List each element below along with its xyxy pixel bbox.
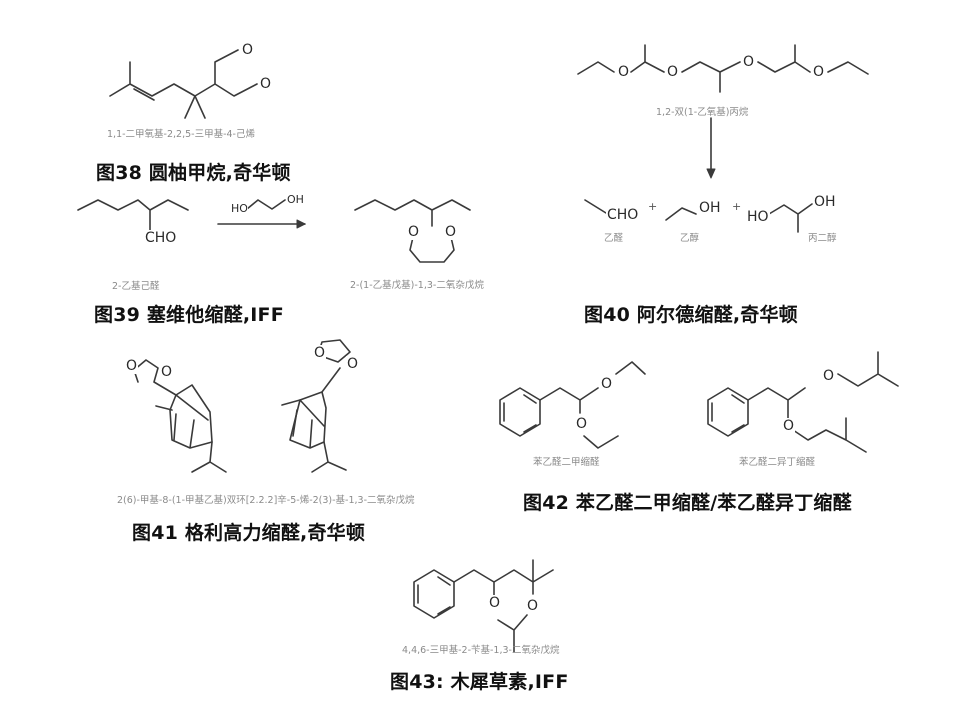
fig40-ethanol-name: 乙醇 xyxy=(680,233,700,244)
fig40-title: 图40 阿尔德缩醛,奇华顿 xyxy=(584,304,798,326)
fig42-structure-left xyxy=(499,361,646,449)
fig43-oxygen-2: O xyxy=(526,598,540,614)
fig43-structure xyxy=(413,559,554,653)
fig42-structure-right xyxy=(707,351,899,453)
fig40-propanediol-name: 丙二醇 xyxy=(808,233,837,244)
fig38-title: 图38 圆柚甲烷,奇华顿 xyxy=(96,162,291,184)
fig42-right-oxygen-2: O xyxy=(782,418,796,434)
fig43-compound-name: 4,4,6-三甲基-2-苄基-1,3-二氧杂戊烷 xyxy=(402,645,560,656)
fig38-structure xyxy=(109,49,258,119)
fig43-oxygen-1: O xyxy=(488,595,502,611)
fig42-left-compound-name: 苯乙醛二甲缩醛 xyxy=(533,457,600,468)
fig41-title: 图41 格利高力缩醛,奇华顿 xyxy=(132,522,366,544)
fig39-reagent-ho: HO xyxy=(231,202,248,215)
fig40-oxygen-2: O xyxy=(666,64,680,80)
fig42-right-oxygen-1: O xyxy=(822,368,836,384)
fig40-oxygen-3: O xyxy=(742,54,756,70)
fig40-propanediol-ho: HO xyxy=(746,209,770,225)
fig39-product-name: 2-(1-乙基戊基)-1,3-二氧杂戊烷 xyxy=(350,280,484,291)
fig41-right-oxygen-1: O xyxy=(313,345,327,361)
fig40-plus-2: + xyxy=(732,200,742,213)
fig42-left-oxygen-1: O xyxy=(600,376,614,392)
fig41-right-oxygen-2: O xyxy=(346,356,360,372)
fig40-compound-name: 1,2-双(1-乙氧基)丙烷 xyxy=(656,107,749,118)
fig41-structure-left xyxy=(133,359,227,473)
fig41-structure-right xyxy=(281,339,351,473)
fig38-oxygen-top: O xyxy=(241,42,255,58)
fig42-left-oxygen-2: O xyxy=(575,416,589,432)
fig39-cho-label: CHO xyxy=(144,230,178,246)
fig39-reagent-structure xyxy=(217,199,306,229)
fig41-left-oxygen-2: O xyxy=(160,364,174,380)
fig41-left-oxygen-1: O xyxy=(125,358,139,374)
fig39-reagent-oh: OH xyxy=(287,193,304,206)
fig41-compound-name: 2(6)-甲基-8-(1-甲基乙基)双环[2.2.2]辛-5-烯-2(3)-基-… xyxy=(117,495,415,506)
fig39-product-oxygen-left: O xyxy=(407,224,421,240)
fig40-acetaldehyde-cho: CHO xyxy=(606,207,640,223)
fig39-title: 图39 塞维他缩醛,IFF xyxy=(94,304,284,326)
fig42-right-compound-name: 苯乙醛二异丁缩醛 xyxy=(739,457,816,468)
fig40-plus-1: + xyxy=(648,200,658,213)
fig42-title: 图42 苯乙醛二甲缩醛/苯乙醛异丁缩醛 xyxy=(523,492,852,514)
fig40-ethanol-oh: OH xyxy=(698,200,722,216)
fig38-oxygen-bottom: O xyxy=(259,76,273,92)
fig40-propanediol-oh: OH xyxy=(813,194,837,210)
fig40-oxygen-1: O xyxy=(617,64,631,80)
fig40-oxygen-4: O xyxy=(812,64,826,80)
fig40-acetaldehyde-name: 乙醛 xyxy=(604,233,624,244)
fig39-product-oxygen-right: O xyxy=(444,224,458,240)
fig43-title: 图43: 木犀草素,IFF xyxy=(390,671,569,693)
fig39-reactant-structure xyxy=(77,199,189,233)
fig39-product-structure xyxy=(354,199,471,263)
fig39-reactant-name: 2-乙基己醛 xyxy=(112,281,160,292)
fig38-compound-name: 1,1-二甲氧基-2,2,5-三甲基-4-己烯 xyxy=(107,129,255,140)
fig40-structure xyxy=(577,44,869,233)
